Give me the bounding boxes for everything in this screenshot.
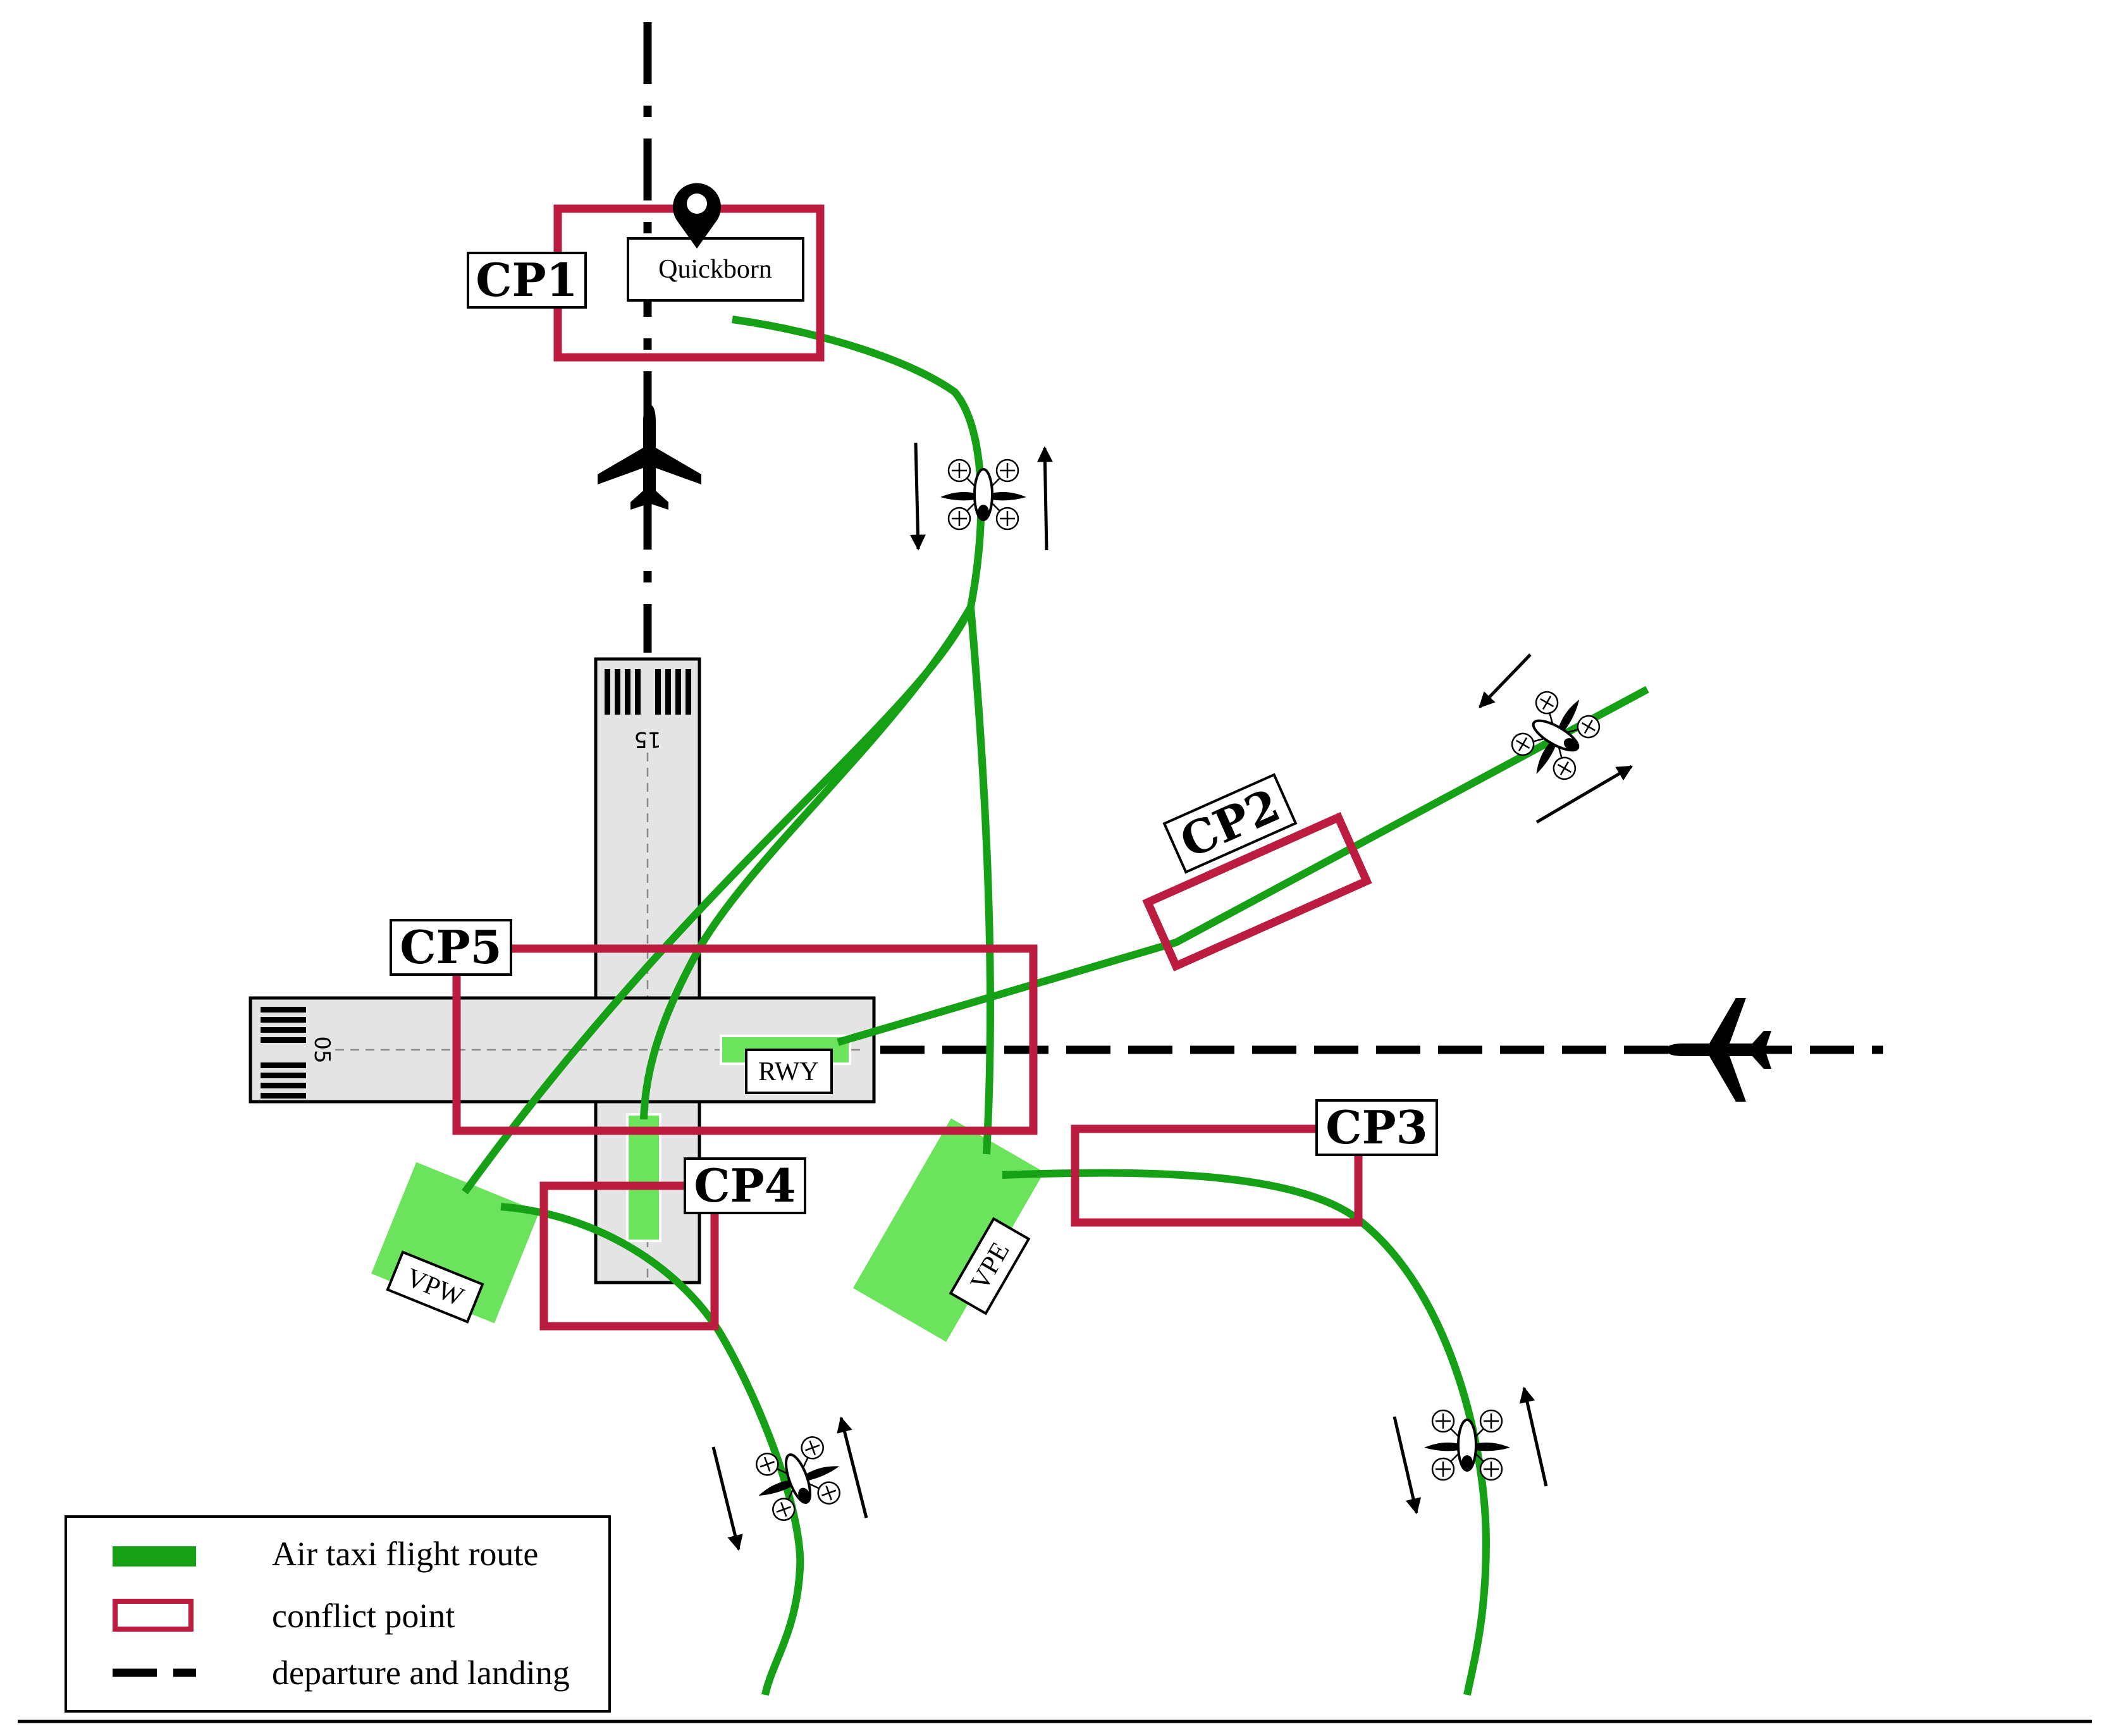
vertiport-taxiway-pad	[626, 1113, 661, 1242]
svg-text:Quickborn: Quickborn	[658, 255, 772, 284]
legend-conflict-swatch	[113, 1599, 194, 1632]
air-taxi-icon	[1423, 1409, 1511, 1481]
air-taxi-routes	[462, 316, 1649, 1696]
air-taxi-icon	[744, 1430, 852, 1527]
svg-text:RWY: RWY	[758, 1057, 819, 1087]
conflict-box-cp3	[1071, 1124, 1363, 1227]
quickborn-label: Quickborn	[627, 237, 804, 302]
svg-text:CP4: CP4	[694, 1159, 796, 1212]
direction-arrow-icon	[1535, 765, 1633, 824]
label-cp5: CP5	[390, 919, 512, 976]
legend-route-swatch	[113, 1546, 196, 1567]
route-cp1-to-vpe	[967, 606, 994, 1155]
route-vpw-south	[500, 1203, 804, 1696]
vertiport-east-pad	[852, 1118, 1045, 1342]
direction-arrow-icon	[1393, 1416, 1422, 1515]
route-cp1-to-vpw	[462, 316, 985, 1195]
svg-text:CP5: CP5	[400, 920, 502, 974]
label-cp4: CP4	[684, 1157, 806, 1214]
direction-arrow-icon	[711, 1446, 743, 1551]
direction-arrow-icon	[1519, 1386, 1548, 1487]
route-rwy-to-cp2	[837, 686, 1649, 1046]
conflict-box-cp5	[452, 944, 1038, 1135]
route-cp1-to-taxiway	[640, 605, 975, 1120]
conflict-box-cp2	[1142, 812, 1372, 971]
conflict-box-cp4	[539, 1181, 719, 1331]
direction-arrow-icon	[909, 442, 926, 551]
legend-departure-label: departure and landing	[272, 1654, 570, 1692]
location-pin-icon	[673, 183, 721, 249]
air-taxi-east	[1479, 653, 1633, 824]
label-cp3: CP3	[1315, 1099, 1438, 1156]
svg-text:CP2: CP2	[1172, 778, 1288, 868]
direction-arrow-icon	[1036, 446, 1053, 551]
airplane-icon	[598, 405, 701, 510]
airplane-icon	[1666, 998, 1771, 1102]
legend-route-label: Air taxi flight route	[272, 1535, 538, 1573]
rwy-label: RWY	[745, 1049, 833, 1094]
runway-15-number: 15	[634, 727, 661, 752]
air-taxi-south-east	[1393, 1386, 1548, 1515]
route-vpe-south	[1002, 1169, 1491, 1696]
label-cp2: CP2	[1162, 773, 1298, 874]
air-taxi-south-west	[711, 1416, 868, 1551]
legend: Air taxi flight route conflict point dep…	[65, 1515, 611, 1713]
direction-arrow-icon	[1479, 653, 1532, 708]
air-taxi-icon	[939, 459, 1028, 531]
svg-text:CP1: CP1	[476, 253, 578, 307]
air-taxi-north	[909, 442, 1053, 551]
direction-arrow-icon	[837, 1416, 868, 1518]
air-taxi-icon	[1503, 679, 1609, 792]
vpe-label: VPE	[949, 1217, 1031, 1315]
legend-conflict-label: conflict point	[272, 1597, 455, 1635]
runway-05-number: 05	[309, 1036, 335, 1063]
svg-text:CP3: CP3	[1325, 1100, 1428, 1154]
label-cp1: CP1	[467, 252, 587, 309]
